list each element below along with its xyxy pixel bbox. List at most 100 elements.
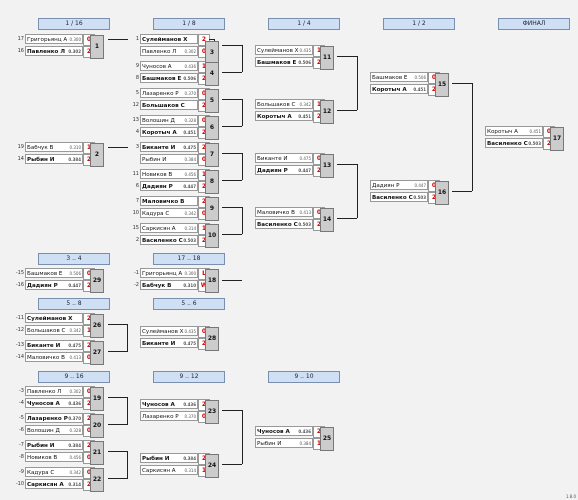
match-number[interactable]: 29 bbox=[90, 269, 104, 293]
match-number[interactable]: 15 bbox=[435, 73, 449, 97]
match-number[interactable]: 4 bbox=[205, 62, 219, 86]
match-number[interactable]: 8 bbox=[205, 170, 219, 194]
match-number[interactable]: 18 bbox=[205, 269, 219, 293]
match-number[interactable]: 19 bbox=[90, 387, 104, 411]
match-number[interactable]: 10 bbox=[205, 224, 219, 248]
match-number[interactable]: 26 bbox=[90, 314, 104, 338]
match-number[interactable]: 23 bbox=[205, 400, 219, 424]
player-name[interactable]: Сулейманов Х0.435 bbox=[25, 313, 83, 323]
match-number[interactable]: 7 bbox=[205, 143, 219, 167]
match-number[interactable]: 17 bbox=[550, 127, 564, 151]
match-number[interactable]: 9 bbox=[205, 197, 219, 221]
match-number[interactable]: 13 bbox=[320, 154, 334, 178]
match-number[interactable]: 5 bbox=[205, 89, 219, 113]
connector-line bbox=[337, 110, 357, 111]
player-name[interactable]: Маловичко В0.413 bbox=[140, 196, 198, 206]
match-number[interactable]: 16 bbox=[435, 181, 449, 205]
player-name[interactable]: Большаков С0.342 bbox=[140, 100, 198, 110]
player-name[interactable]: Сулейманов Х0.435 bbox=[140, 34, 198, 44]
match-number[interactable]: 28 bbox=[205, 327, 219, 351]
match-number[interactable]: 11 bbox=[320, 46, 334, 70]
match-number[interactable]: 21 bbox=[90, 441, 104, 465]
match-number[interactable]: 6 bbox=[205, 116, 219, 140]
match-number[interactable]: 20 bbox=[90, 414, 104, 438]
match-number[interactable]: 24 bbox=[205, 454, 219, 478]
match-number[interactable]: 12 bbox=[320, 100, 334, 124]
match-number[interactable]: 1 bbox=[90, 35, 104, 59]
match-number[interactable]: 2 bbox=[90, 143, 104, 167]
match-number[interactable]: 22 bbox=[90, 468, 104, 492]
match-number[interactable]: 27 bbox=[90, 341, 104, 365]
match-number[interactable]: 25 bbox=[320, 427, 334, 451]
match-number[interactable]: 14 bbox=[320, 208, 334, 232]
